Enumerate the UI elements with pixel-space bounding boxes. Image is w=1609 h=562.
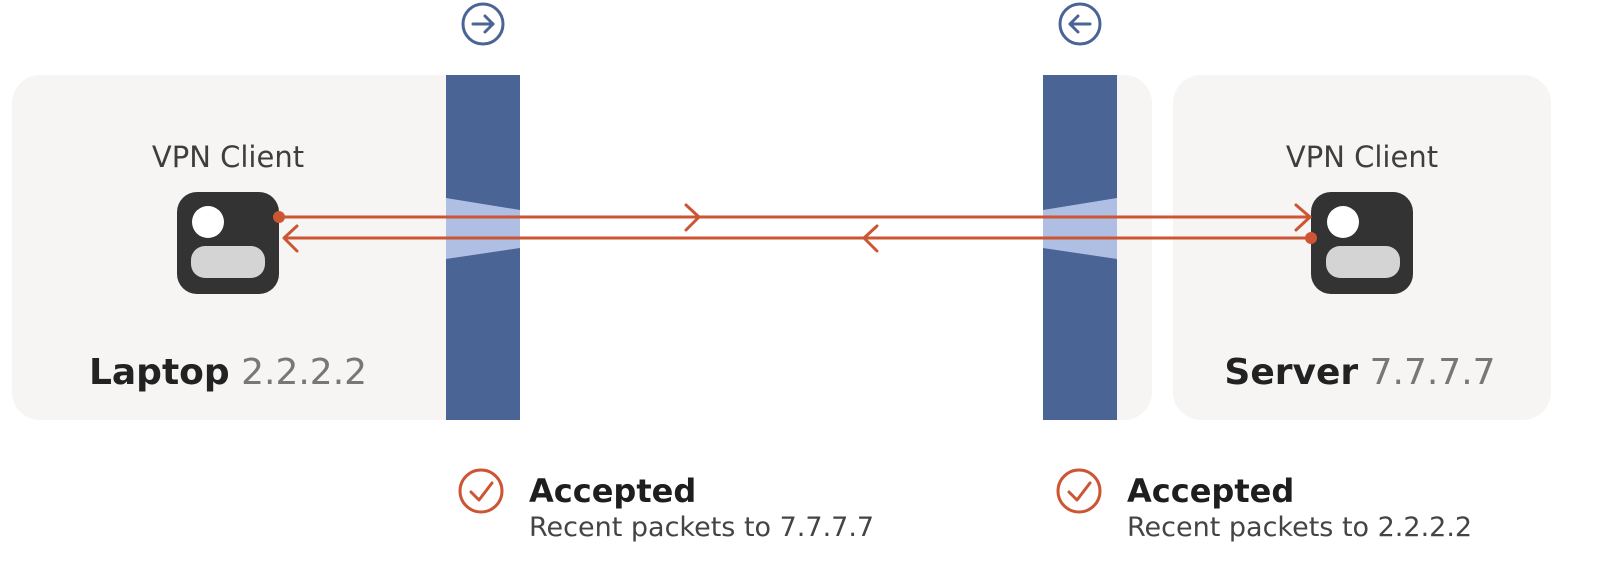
left-client-label: VPN Client [151,140,305,174]
left-host-name: Laptop [88,352,230,393]
left-status-title: Accepted [529,472,697,510]
right-status-detail: Recent packets to 2.2.2.2 [1127,512,1473,543]
left-status-detail: Recent packets to 7.7.7.7 [529,512,875,543]
left-host-title: Laptop 2.2.2.2 [18,352,438,393]
right-firewall-gap [1043,198,1117,259]
arrow-right-circle-icon [461,2,505,46]
check-circle-icon [458,468,504,514]
right-host-ip: 7.7.7.7 [1369,352,1496,393]
packet-line-outbound [277,203,1312,232]
left-host-ip: 2.2.2.2 [241,352,368,393]
right-status-title: Accepted [1127,472,1295,510]
arrow-left-circle-icon [1058,2,1102,46]
right-host-title: Server 7.7.7.7 [1150,352,1570,393]
right-host-name: Server [1224,352,1359,393]
left-device-icon [177,192,279,294]
check-circle-icon [1056,468,1102,514]
packet-origin-dot-right [1305,232,1317,244]
right-client-label: VPN Client [1285,140,1439,174]
packet-line-inbound [282,224,1313,253]
right-device-icon [1311,192,1413,294]
packet-origin-dot-left [273,211,285,223]
left-firewall-gap [446,198,520,259]
